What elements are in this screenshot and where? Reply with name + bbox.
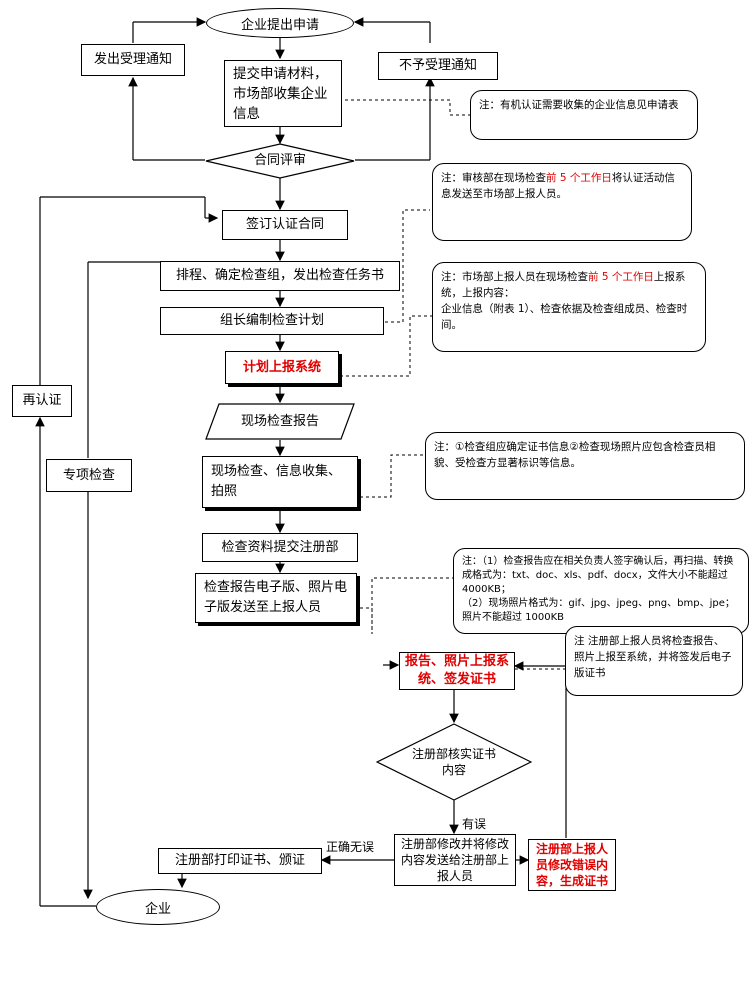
correct-edge-label: 正确无误 [326,840,375,854]
submit-docs-label: 检查资料提交注册部 [221,539,339,555]
reject-notice-box: 不予受理通知 [378,52,498,80]
verify-decision [376,723,532,801]
sign-contract-box: 签订认证合同 [222,210,348,240]
send-electronic-box: 检查报告电子版、照片电子版发送至上报人员 [195,573,357,623]
error-edge-label: 有误 [462,817,487,831]
modify-label: 注册部修改并将修改内容发送给注册部上报人员 [400,837,509,883]
note-registration-text: 注 注册部上报人员将检查报告、照片上报至系统，并将签发后电子版证书 [574,635,732,679]
note-audit-pre: 注：审核部在现场检查 [441,172,546,184]
fix-errors-label: 注册部上报人员修改错误内容，生成证书 [535,842,608,888]
note-inspection-text: 注：①检查组应确定证书信息②检查现场照片应包含检查员相貌、受检查方显著标识等信息… [434,441,716,469]
note-market-dept: 注：市场部上报人员在现场检查前 5 个工作日上报系统，上报内容： 企业信息（附表… [432,262,706,352]
note-application-text: 注：有机认证需要收集的企业信息见申请表 [479,99,679,111]
accept-notice-label: 发出受理通知 [93,52,172,67]
modify-box: 注册部修改并将修改内容发送给注册部上报人员 [394,834,516,886]
enterprise-node: 企业 [96,889,220,925]
review-decision-label: 合同评审 [253,153,306,168]
fix-errors-box: 注册部上报人员修改错误内容，生成证书 [528,839,616,891]
note-market-pre: 注：市场部上报人员在现场检查 [441,271,588,283]
submit-materials-box: 提交申请材料，市场部收集企业信息 [224,60,342,127]
note-file-format: 注：（1）检查报告应在相关负责人签字确认后，再扫描、转换成格式为：txt、doc… [453,548,749,634]
start-node-label: 企业提出申请 [240,17,319,33]
print-certificate-label: 注册部打印证书、颁证 [174,853,305,868]
schedule-box: 排程、确定检查组，发出检查任务书 [160,261,400,291]
note-format-line1: 注：（1）检查报告应在相关负责人签字确认后，再扫描、转换成格式为：txt、doc… [462,556,734,595]
sign-contract-label: 签订认证合同 [245,217,324,232]
note-audit-post: 将认证活动信息发送至市场部上报人员。 [441,172,675,200]
field-report-label: 现场检查报告 [240,413,319,429]
verify-decision-label: 注册部核实证书内容 [412,747,497,777]
note-market-line2: 企业信息（附表 1）、检查依据及检查组成员、检查时间。 [441,303,688,331]
plan-report-system-box: 计划上报系统 [225,351,339,384]
enterprise-label: 企业 [144,901,171,917]
special-inspection-box: 专项检查 [46,459,132,492]
accept-notice-box: 发出受理通知 [81,44,185,76]
note-audit-dept: 注：审核部在现场检查前 5 个工作日将认证活动信息发送至市场部上报人员。 [432,163,692,241]
field-check-label: 现场检查、信息收集、拍照 [211,464,342,499]
plan-report-system-label: 计划上报系统 [242,359,321,375]
report-upload-box: 报告、照片上报系统、签发证书 [399,652,515,690]
send-electronic-label: 检查报告电子版、照片电子版发送至上报人员 [204,580,348,615]
reject-notice-label: 不予受理通知 [398,58,477,73]
print-certificate-box: 注册部打印证书、颁证 [158,848,322,874]
field-check-box: 现场检查、信息收集、拍照 [202,456,358,508]
special-inspection-label: 专项检查 [62,467,115,483]
recert-box: 再认证 [12,385,72,417]
note-market-highlight: 前 5 个工作日 [588,271,654,283]
inspection-plan-box: 组长编制检查计划 [160,307,384,335]
submit-docs-box: 检查资料提交注册部 [202,533,358,562]
field-report-shape [205,403,355,440]
report-upload-label: 报告、照片上报系统、签发证书 [404,654,509,687]
note-audit-highlight: 前 5 个工作日 [546,172,612,184]
note-registration: 注 注册部上报人员将检查报告、照片上报至系统，并将签发后电子版证书 [565,626,743,696]
note-market-post: 上报系统，上报内容： [441,271,686,299]
inspection-plan-label: 组长编制检查计划 [219,313,324,328]
schedule-label: 排程、确定检查组，发出检查任务书 [175,268,384,283]
submit-materials-label: 提交申请材料，市场部收集企业信息 [233,65,328,122]
note-inspection-team: 注：①检查组应确定证书信息②检查现场照片应包含检查员相貌、受检查方显著标识等信息… [425,432,745,500]
note-application-info: 注：有机认证需要收集的企业信息见申请表 [470,90,698,140]
recert-label: 再认证 [22,393,62,408]
review-decision [205,143,355,179]
note-format-line2: （2）现场照片格式为：gif、jpg、jpeg、png、bmp、jpe；照片不能… [462,598,735,623]
start-node: 企业提出申请 [206,8,354,38]
